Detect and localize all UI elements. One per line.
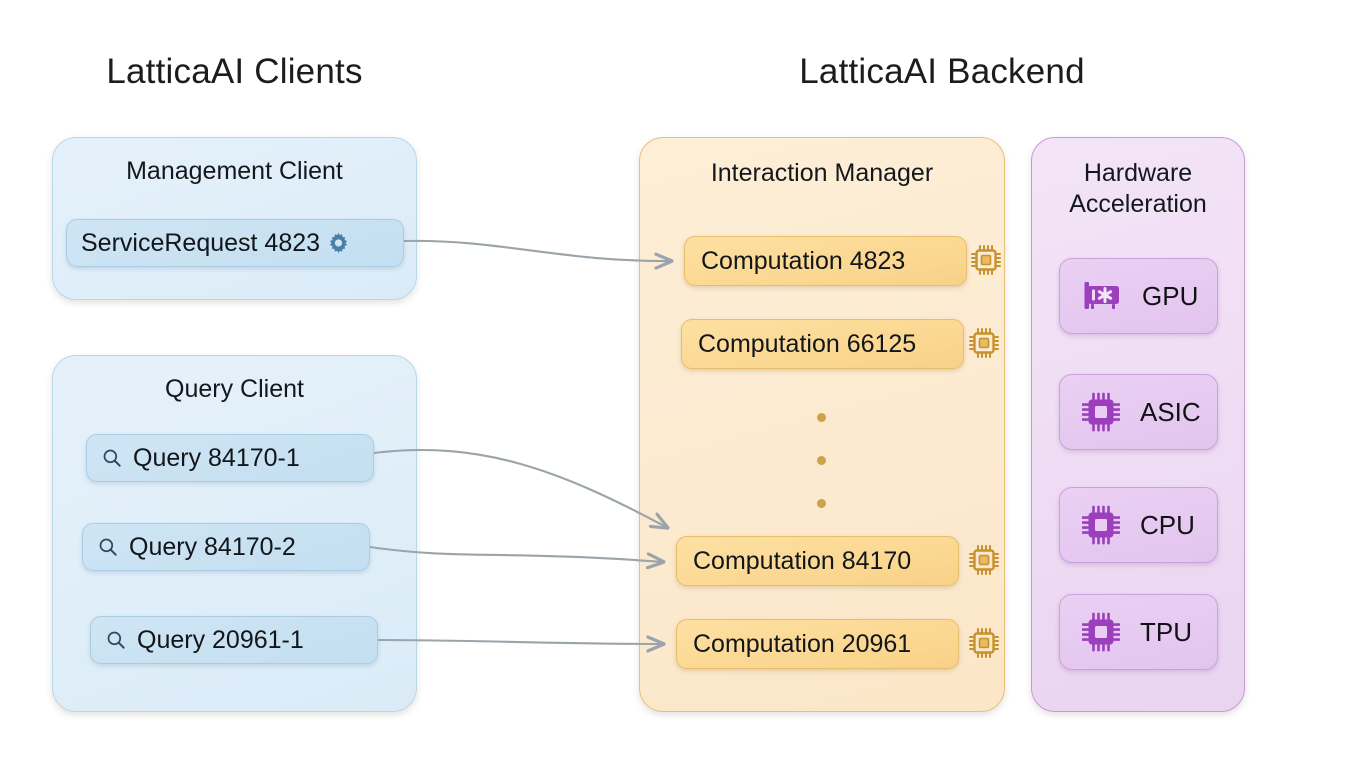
query-label-84170-1: Query 84170-1 bbox=[133, 443, 300, 472]
service-request-item[interactable]: ServiceRequest 4823 bbox=[66, 219, 404, 267]
computation-label-84170: Computation 84170 bbox=[693, 546, 912, 575]
graphics-card-icon bbox=[1082, 279, 1122, 313]
chip-icon bbox=[969, 327, 999, 359]
interaction-manager-panel: Interaction Manager bbox=[639, 137, 1005, 712]
computation-label-66125: Computation 66125 bbox=[698, 329, 917, 358]
query-label-84170-2: Query 84170-2 bbox=[129, 532, 296, 561]
service-request-label: ServiceRequest 4823 bbox=[81, 228, 321, 257]
computation-item-84170[interactable]: Computation 84170 bbox=[676, 536, 959, 586]
search-icon bbox=[97, 536, 119, 558]
hardware-label-cpu: CPU bbox=[1140, 510, 1195, 540]
hardware-item-cpu[interactable]: CPU bbox=[1059, 487, 1218, 563]
chip-icon bbox=[1082, 392, 1120, 432]
hardware-label-tpu: TPU bbox=[1140, 617, 1192, 647]
vertical-ellipsis-icon bbox=[817, 396, 826, 525]
hardware-item-tpu[interactable]: TPU bbox=[1059, 594, 1218, 670]
column-title-backend: LatticaAI Backend bbox=[799, 52, 1085, 91]
search-icon bbox=[105, 629, 127, 651]
chip-icon bbox=[969, 544, 999, 576]
computation-item-20961[interactable]: Computation 20961 bbox=[676, 619, 959, 669]
management-client-title: Management Client bbox=[126, 157, 343, 185]
query-label-20961-1: Query 20961-1 bbox=[137, 625, 304, 654]
chip-icon bbox=[971, 244, 1001, 276]
chip-icon bbox=[969, 627, 999, 659]
hardware-item-gpu[interactable]: GPU bbox=[1059, 258, 1218, 334]
gear-icon bbox=[326, 231, 351, 256]
query-client-title: Query Client bbox=[165, 375, 304, 403]
search-icon bbox=[101, 447, 123, 469]
management-client-panel: Management Client bbox=[52, 137, 417, 300]
hardware-label-asic: ASIC bbox=[1140, 397, 1201, 427]
hardware-acceleration-title-line2: Acceleration bbox=[1069, 190, 1207, 218]
hardware-acceleration-title-line1: Hardware bbox=[1083, 159, 1193, 187]
computation-item-4823[interactable]: Computation 4823 bbox=[684, 236, 967, 286]
computation-label-20961: Computation 20961 bbox=[693, 629, 912, 658]
connector-query-84170-1-to-computation-84170 bbox=[373, 448, 668, 528]
chip-icon bbox=[1082, 612, 1120, 652]
connector-servicerequest-4823-to-computation-4823 bbox=[403, 239, 672, 261]
interaction-manager-title: Interaction Manager bbox=[710, 159, 934, 187]
hardware-item-asic[interactable]: ASIC bbox=[1059, 374, 1218, 450]
computation-label-4823: Computation 4823 bbox=[701, 246, 906, 275]
column-title-clients: LatticaAI Clients bbox=[106, 52, 363, 91]
query-item-84170-2[interactable]: Query 84170-2 bbox=[82, 523, 370, 571]
hardware-label-gpu: GPU bbox=[1142, 281, 1199, 311]
chip-icon bbox=[1082, 505, 1120, 545]
connector-query-20961-1-to-computation-20961 bbox=[377, 640, 664, 644]
computation-item-66125[interactable]: Computation 66125 bbox=[681, 319, 964, 369]
query-item-84170-1[interactable]: Query 84170-1 bbox=[86, 434, 374, 482]
query-item-20961-1[interactable]: Query 20961-1 bbox=[90, 616, 378, 664]
